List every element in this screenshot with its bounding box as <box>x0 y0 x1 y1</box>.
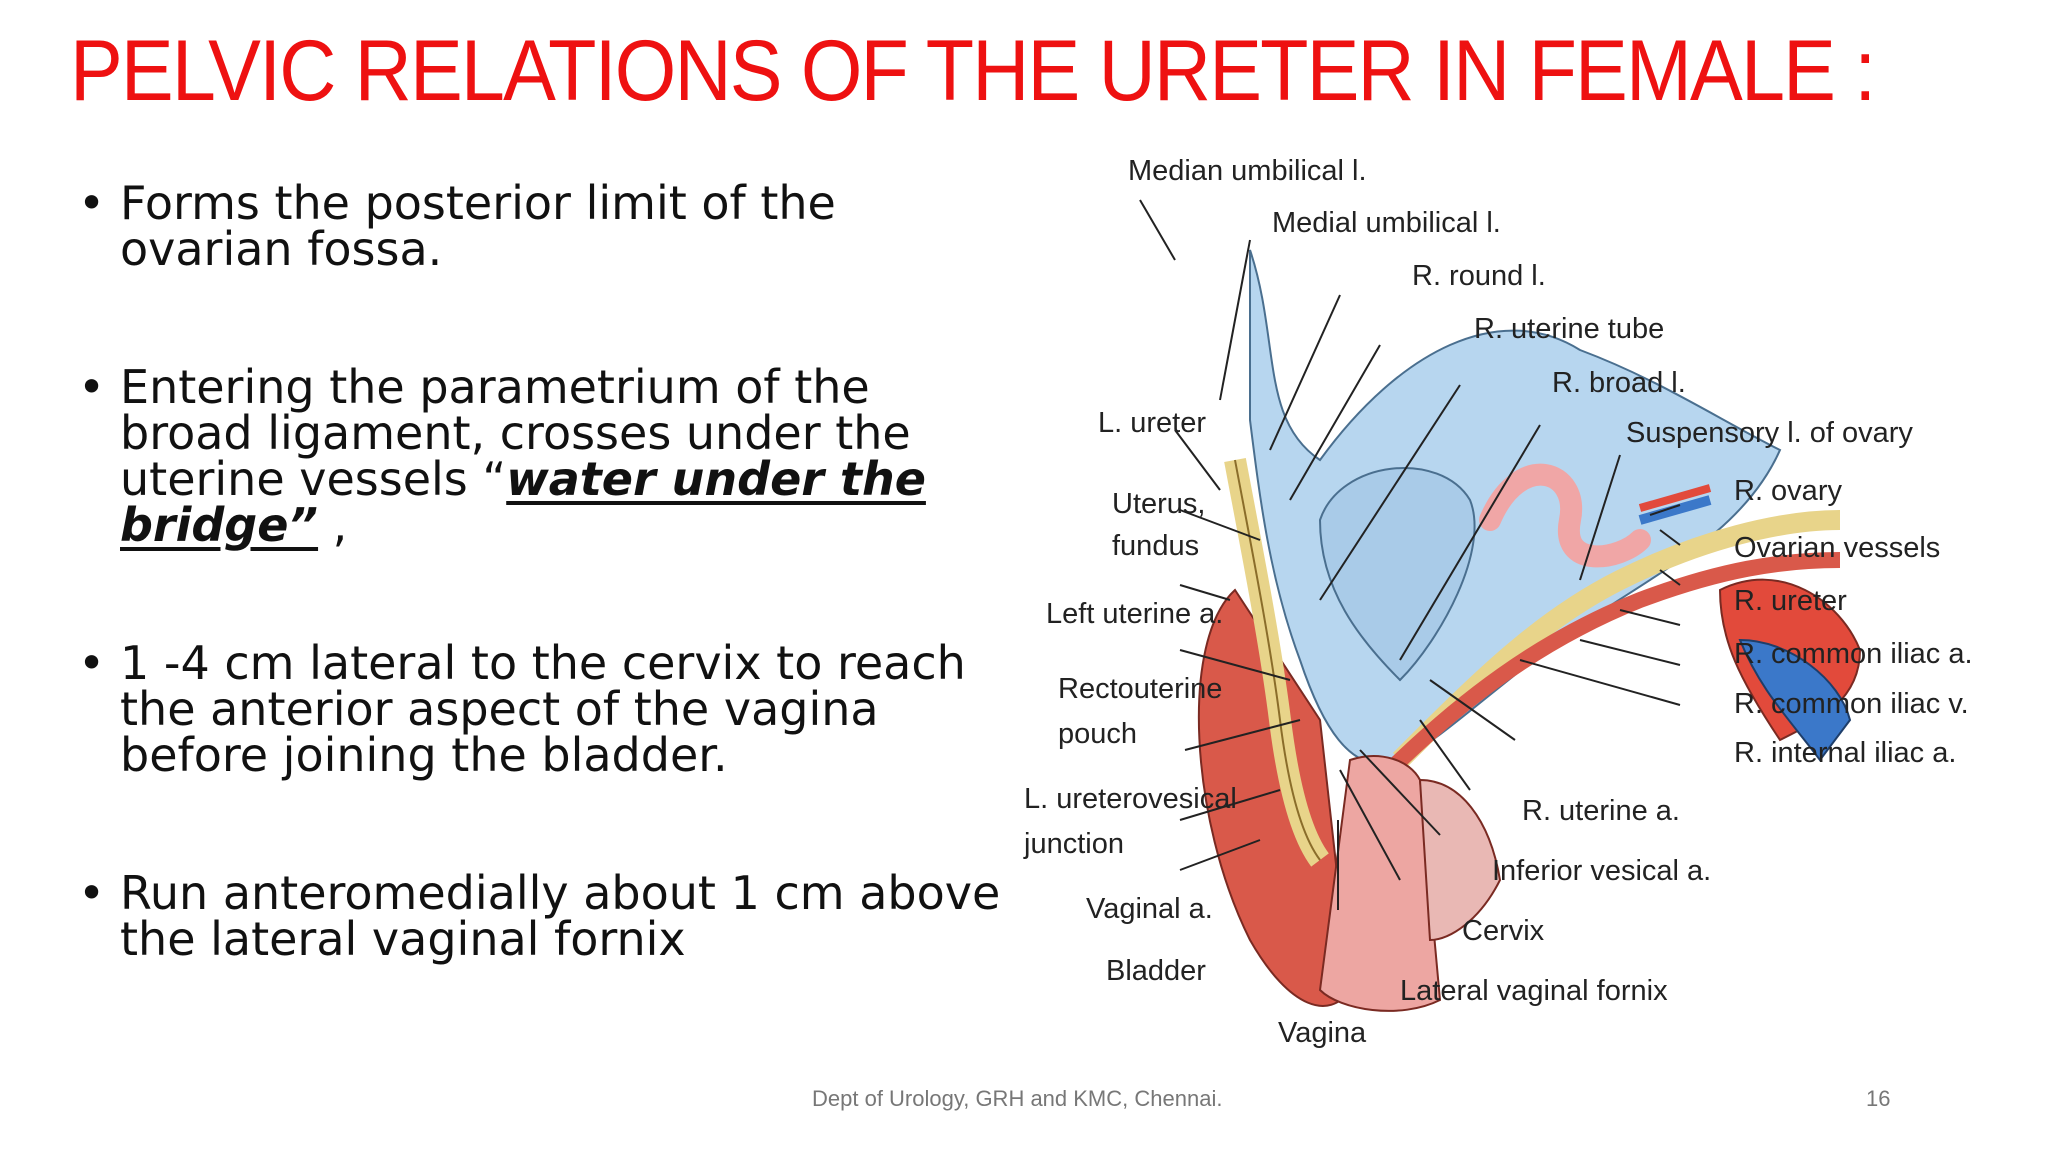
slide-title: PELVIC RELATIONS OF THE URETER IN FEMALE… <box>70 23 1876 119</box>
label-r-uterine-a: R. uterine a. <box>1522 795 1680 827</box>
label-lateral-vaginal-fornix: Lateral vaginal fornix <box>1400 975 1668 1007</box>
label-r-ureter: R. ureter <box>1734 585 1847 617</box>
label-uterus-fundus-2: fundus <box>1112 530 1199 562</box>
label-ureterovesical-2: junction <box>1023 828 1124 860</box>
emphasis-water-under-bridge: water under the bridge” <box>120 452 926 552</box>
leader-lines <box>1139 199 1681 910</box>
bullet-text: Entering the parametrium of the broad li… <box>120 360 911 506</box>
bullet-ovarian-fossa: • Forms the posterior limit of the ovari… <box>78 180 1008 272</box>
bullet-dot: • <box>78 866 106 920</box>
footer-text: Dept of Urology, GRH and KMC, Chennai. <box>812 1086 1223 1111</box>
label-l-ureter: L. ureter <box>1098 407 1206 439</box>
label-cervix: Cervix <box>1462 915 1545 947</box>
label-vaginal-a: Vaginal a. <box>1086 893 1213 925</box>
bullet-parametrium: • Entering the parametrium of the broad … <box>78 364 1008 548</box>
label-r-internal-iliac: R. internal iliac a. <box>1734 737 1956 769</box>
label-medial-umbilical: Medial umbilical l. <box>1272 207 1501 239</box>
label-inferior-vesical: Inferior vesical a. <box>1492 855 1711 887</box>
page-number: 16 <box>1866 1086 1891 1111</box>
label-left-uterine-a: Left uterine a. <box>1046 598 1223 630</box>
label-r-common-iliac-v: R. common iliac v. <box>1734 688 1969 720</box>
label-uterus-fundus-1: Uterus, <box>1112 488 1205 520</box>
label-ovarian-vessels: Ovarian vessels <box>1734 532 1940 564</box>
bullet-lateral-cervix: • 1 -4 cm lateral to the cervix to reach… <box>78 640 1008 778</box>
bullet-dot: • <box>78 360 106 414</box>
label-r-uterine-tube: R. uterine tube <box>1474 313 1664 345</box>
bullet-text-tail: , <box>318 498 348 552</box>
label-r-broad: R. broad l. <box>1552 367 1686 399</box>
bullet-text: 1 -4 cm lateral to the cervix to reach t… <box>120 636 966 782</box>
label-bladder: Bladder <box>1106 955 1206 987</box>
pelvic-ureter-diagram: Median umbilical l. Medial umbilical l. … <box>1023 155 1973 1049</box>
bullet-text: Run anteromedially about 1 cm above the … <box>120 866 1001 966</box>
label-r-round: R. round l. <box>1412 260 1546 292</box>
diagram-labels: Median umbilical l. Medial umbilical l. … <box>1023 155 1973 1049</box>
label-rectouterine-1: Rectouterine <box>1058 673 1222 705</box>
label-r-common-iliac-a: R. common iliac a. <box>1734 638 1973 670</box>
label-suspensory: Suspensory l. of ovary <box>1626 417 1913 449</box>
bullet-dot: • <box>78 176 106 230</box>
label-ureterovesical-1: L. ureterovesical <box>1024 783 1237 815</box>
label-rectouterine-2: pouch <box>1058 718 1137 750</box>
label-median-umbilical: Median umbilical l. <box>1128 155 1367 187</box>
bullet-anteromedial: • Run anteromedially about 1 cm above th… <box>78 870 1008 962</box>
anatomy-illustration <box>1197 249 1862 1012</box>
bullet-text: Forms the posterior limit of the ovarian… <box>120 176 836 276</box>
label-r-ovary: R. ovary <box>1734 475 1842 507</box>
label-vagina: Vagina <box>1278 1017 1367 1049</box>
bullet-dot: • <box>78 636 106 690</box>
